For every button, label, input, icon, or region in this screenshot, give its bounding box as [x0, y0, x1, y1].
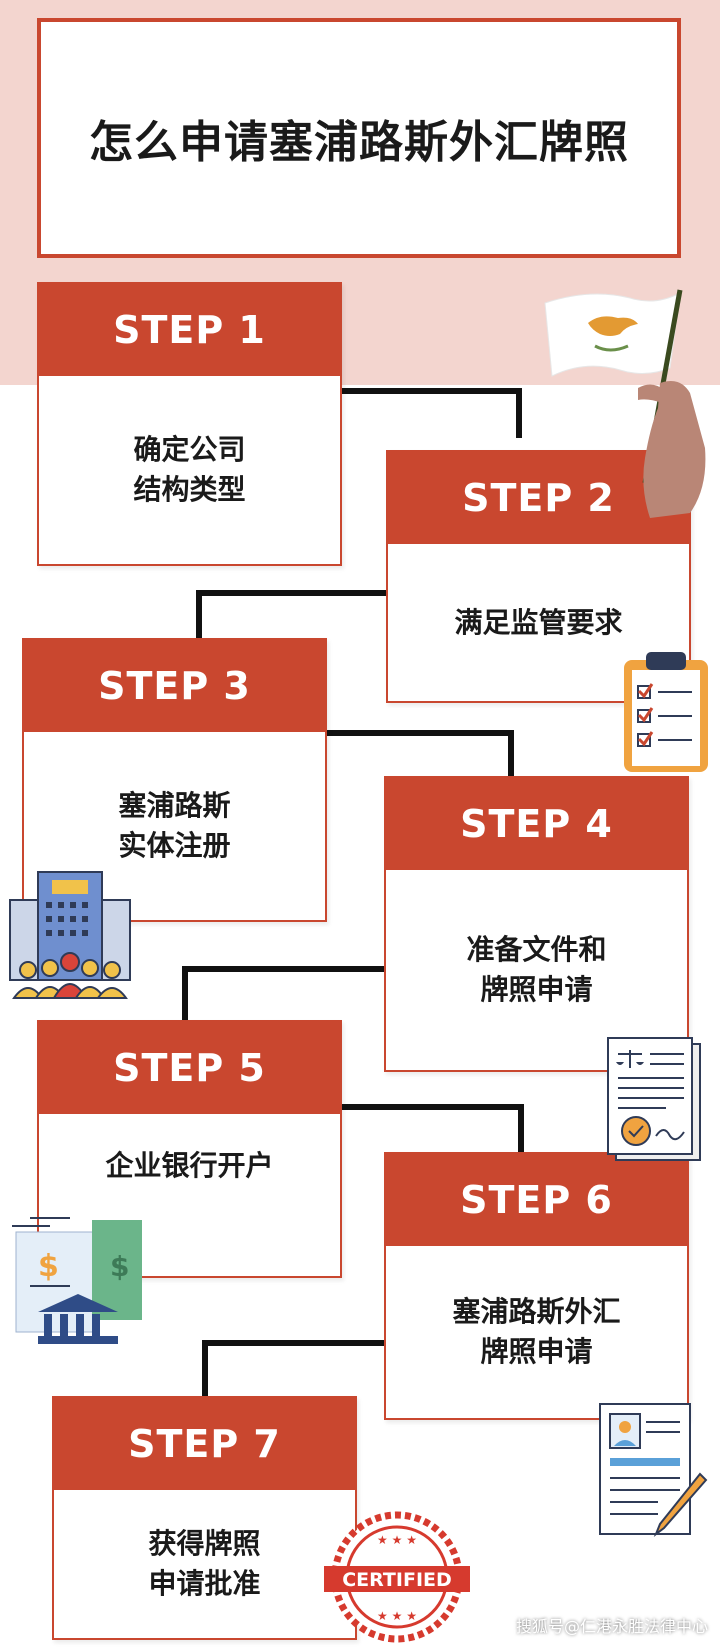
step-5-text: 企业银行开户	[105, 1149, 274, 1182]
step-1-label: STEP 1	[39, 284, 340, 376]
step-1-card: STEP 1 确定公司 结构类型	[37, 282, 342, 566]
step-2-text: 满足监管要求	[454, 605, 623, 639]
svg-text:★ ★ ★: ★ ★ ★	[377, 1533, 417, 1547]
step-6-text: 塞浦路斯外汇 牌照申请	[452, 1295, 621, 1368]
cyprus-flag-icon	[544, 289, 706, 518]
checklist-icon	[624, 652, 708, 772]
page-title: 怎么申请塞浦路斯外汇牌照	[89, 117, 629, 168]
connector-6-7	[202, 1340, 384, 1346]
certified-stamp-icon: ★ ★ ★ ★ ★ ★ CERTIFIED	[324, 1511, 470, 1643]
step-6-card: STEP 6 塞浦路斯外汇 牌照申请	[384, 1152, 689, 1420]
resume-document-icon	[599, 1403, 708, 1537]
connector-5-6	[342, 1104, 522, 1110]
connector-3-4	[324, 730, 514, 736]
step-7-card: STEP 7 获得牌照 申请批准	[52, 1396, 357, 1640]
svg-text:★ ★ ★: ★ ★ ★	[377, 1609, 417, 1623]
watermark: 搜狐号@仁港永胜法律中心	[515, 1617, 708, 1636]
connector-5-6-drop	[518, 1104, 524, 1154]
connector-1-2-drop	[516, 388, 522, 438]
connector-4-5	[182, 966, 384, 972]
step-1-text: 确定公司 结构类型	[133, 433, 246, 506]
step-2-label: STEP 2	[388, 452, 689, 544]
svg-text:$: $	[110, 1250, 129, 1283]
step-4-card: STEP 4 准备文件和 牌照申请	[384, 776, 689, 1072]
connector-6-7-drop	[202, 1340, 208, 1396]
step-3-card: STEP 3 塞浦路斯 实体注册	[22, 638, 327, 922]
legal-document-icon	[607, 1037, 701, 1161]
connector-1-2	[326, 388, 521, 394]
step-4-text: 准备文件和 牌照申请	[466, 933, 607, 1006]
bank-money-icon: $ $	[12, 1217, 142, 1344]
stamp-label: CERTIFIED	[342, 1569, 452, 1591]
connector-2-3-drop	[196, 590, 202, 638]
svg-text:$: $	[38, 1249, 59, 1284]
connector-2-3	[196, 590, 386, 596]
step-4-label: STEP 4	[386, 778, 687, 870]
connector-4-5-drop	[182, 966, 188, 1020]
connector-3-4-drop	[508, 730, 514, 776]
step-3-label: STEP 3	[24, 640, 325, 732]
step-5-label: STEP 5	[39, 1022, 340, 1114]
step-7-label: STEP 7	[54, 1398, 355, 1490]
step-2-card: STEP 2 满足监管要求	[386, 450, 691, 703]
title-box: 怎么申请塞浦路斯外汇牌照	[37, 18, 681, 258]
step-6-label: STEP 6	[386, 1154, 687, 1246]
step-3-text: 塞浦路斯 实体注册	[118, 789, 231, 862]
office-building-icon	[9, 871, 131, 999]
step-7-text: 获得牌照 申请批准	[148, 1527, 261, 1600]
